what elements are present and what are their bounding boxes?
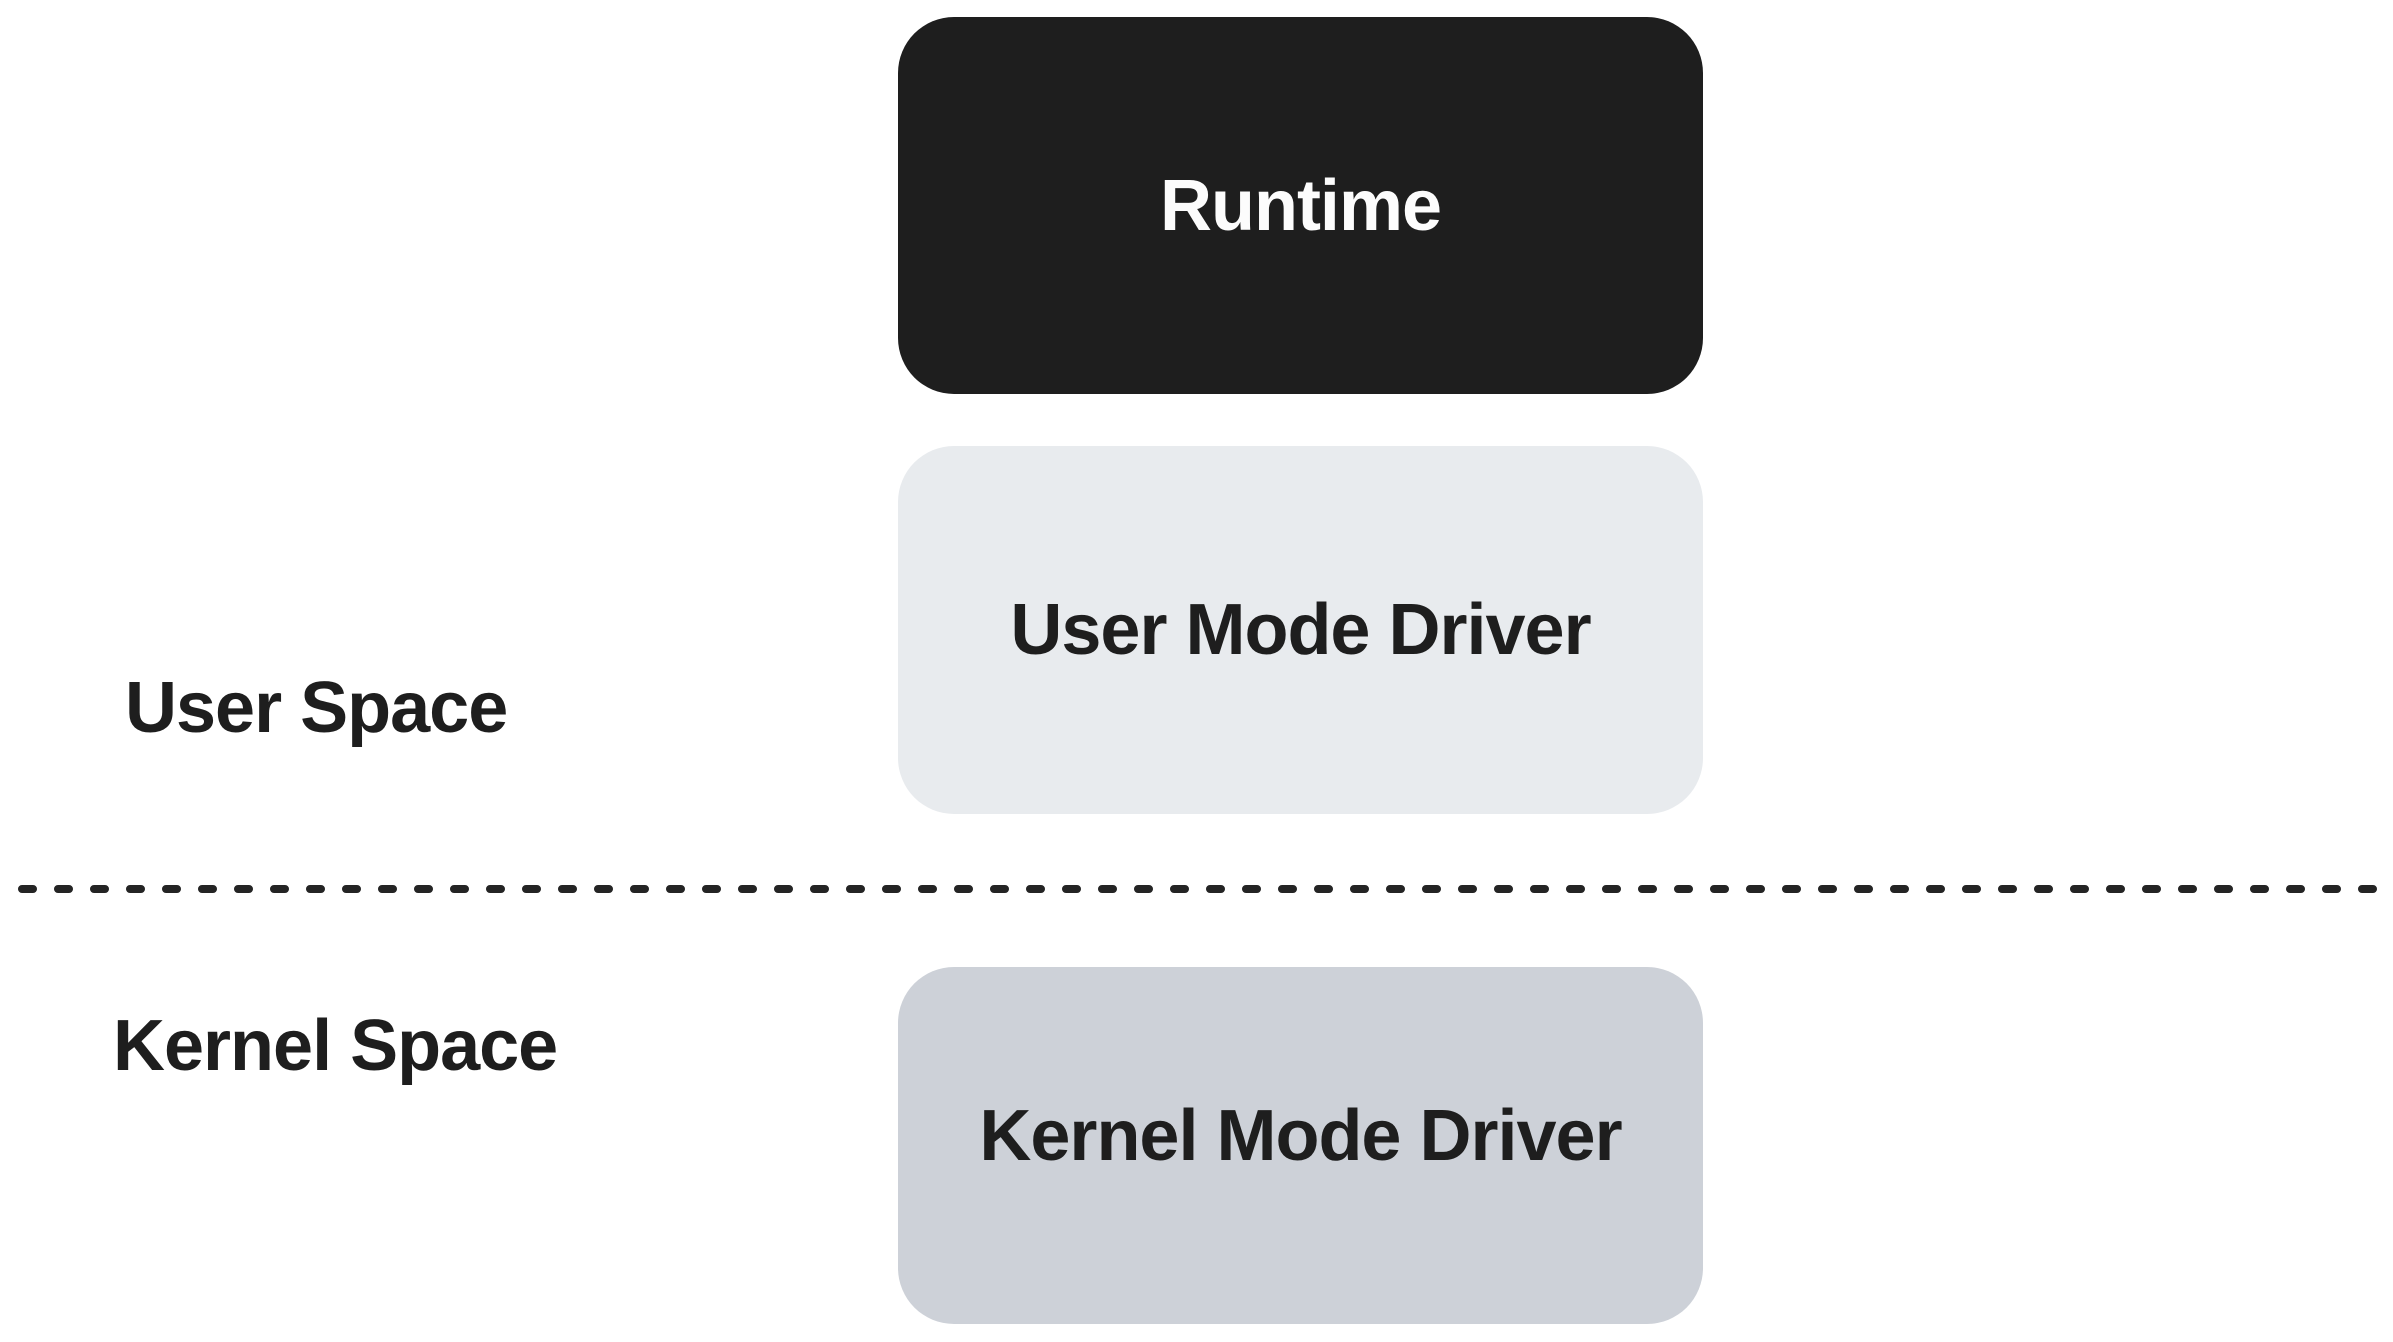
kernel-mode-driver-box-label: Kernel Mode Driver <box>979 1095 1622 1176</box>
kernel-space-label: Kernel Space <box>113 1006 558 1086</box>
runtime-box: Runtime <box>898 17 1703 394</box>
user-space-label: User Space <box>125 668 508 748</box>
user-kernel-divider-line <box>18 885 2393 893</box>
kernel-mode-driver-box: Kernel Mode Driver <box>898 967 1703 1324</box>
user-mode-driver-box: User Mode Driver <box>898 446 1703 814</box>
user-mode-driver-box-label: User Mode Driver <box>1010 590 1591 670</box>
runtime-box-label: Runtime <box>1160 165 1442 246</box>
